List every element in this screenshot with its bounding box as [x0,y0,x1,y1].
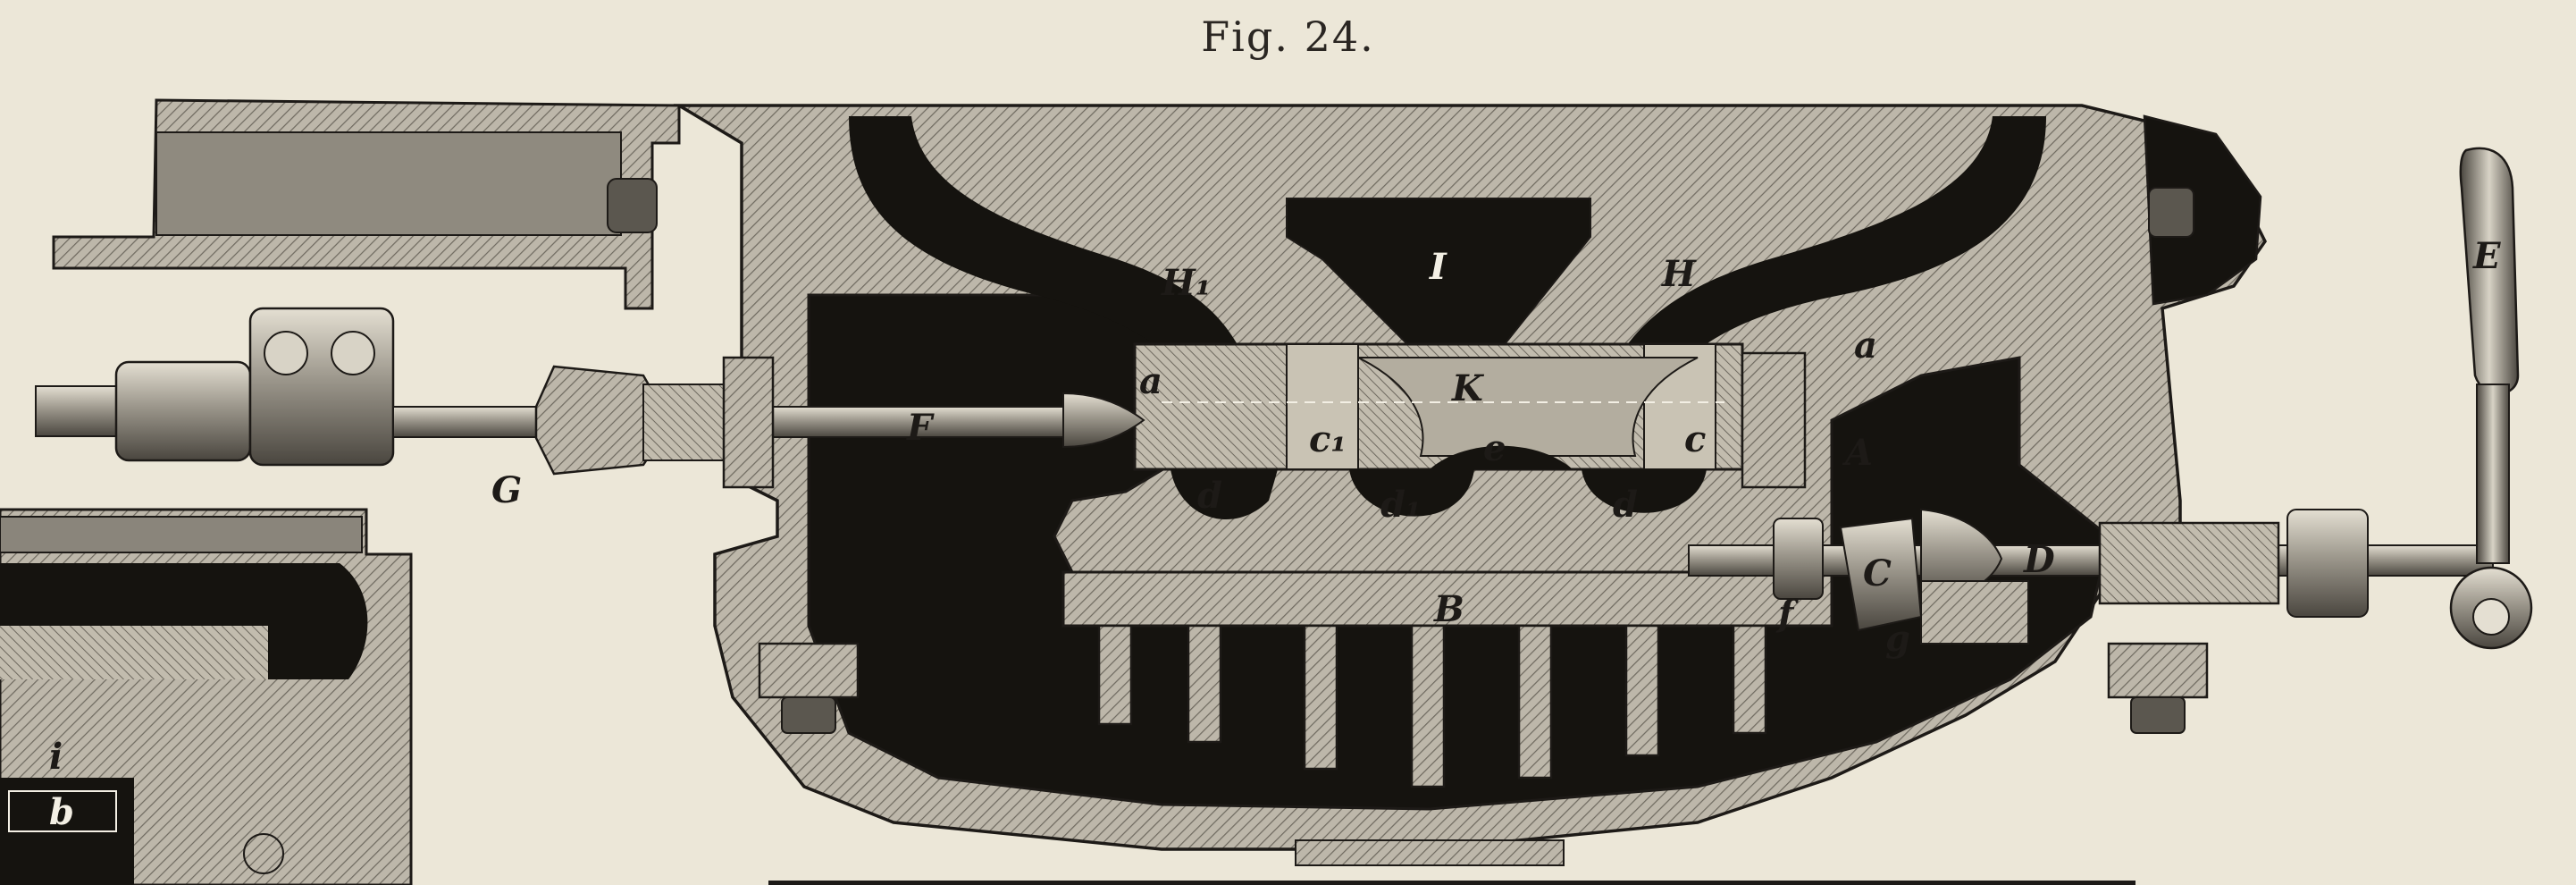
label-c: c [1684,418,1706,460]
stuffing-box [722,356,775,489]
slide-valve [1133,342,1807,520]
label-g: g [1885,618,1910,660]
label-H1: H₁ [1161,262,1211,304]
label-A: A [1842,432,1873,474]
part-labels: I H H₁ K e d d d₁ c c₁ a a A B C D E F G… [49,235,2501,833]
label-D: D [2023,539,2055,581]
label-G: G [491,469,522,511]
label-i: i [49,736,63,778]
label-a-left: a [1139,360,1162,402]
label-F: F [906,407,935,449]
reversing-spindle [1688,147,2533,650]
frame-bar [52,98,681,310]
label-B: B [1433,588,1464,630]
label-c1: c₁ [1309,418,1347,460]
base-fins [1061,570,1833,866]
label-E: E [2472,235,2501,277]
figure-title: Fig. 24. [1201,13,1375,61]
mounting-feet [758,642,2209,734]
label-H: H [1661,253,1697,295]
label-C: C [1863,552,1892,594]
label-e: e [1483,427,1506,469]
label-I: I [1429,246,1447,288]
label-d-left: d [1197,475,1222,517]
label-b: b [49,791,74,833]
label-d1: d₁ [1380,484,1422,526]
label-K: K [1451,367,1485,409]
label-d: d [1613,484,1638,526]
inset-detail-view [0,508,2135,885]
label-a-right: a [1854,324,1877,367]
